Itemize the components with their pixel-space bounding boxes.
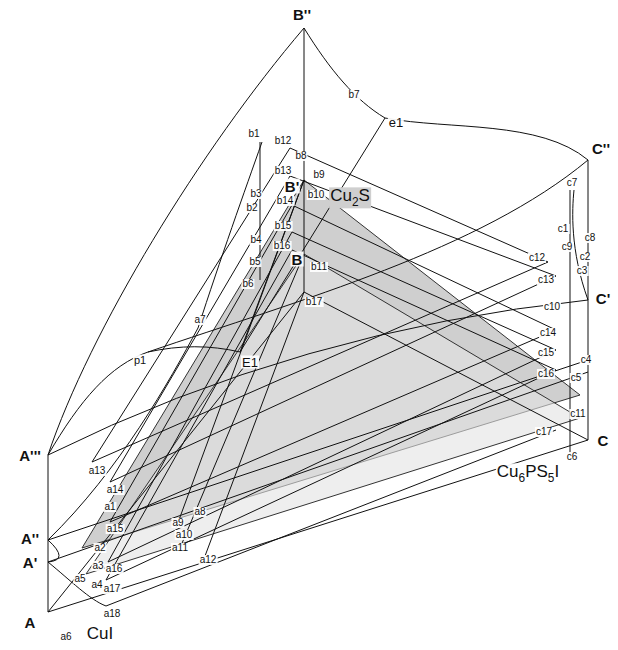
point-label: a13 (88, 466, 107, 476)
point-label: b10 (307, 190, 326, 200)
point-label: a7 (193, 315, 206, 325)
point-label: c17 (535, 427, 553, 437)
point-label: a4 (90, 580, 103, 590)
point-label: c13 (537, 275, 555, 285)
point-label: a18 (103, 609, 122, 619)
point-label: C'' (591, 141, 611, 156)
point-label: B (291, 252, 304, 267)
point-label: a14 (106, 485, 125, 495)
point-label: c9 (561, 242, 574, 252)
point-label: B' (284, 179, 300, 194)
point-label: a3 (91, 561, 104, 571)
point-label: b11 (310, 262, 328, 272)
point-label: c6 (566, 452, 579, 462)
point-label: b12 (274, 136, 293, 146)
point-label: c5 (570, 373, 583, 383)
point-label: a15 (106, 524, 125, 534)
point-label: a1 (103, 502, 116, 512)
point-label: c1 (557, 224, 570, 234)
compound-label: CuI (86, 625, 114, 642)
point-label: A (24, 615, 37, 630)
point-label: c3 (576, 266, 589, 276)
point-label: a6 (59, 632, 72, 642)
point-label: a5 (73, 574, 86, 584)
point-label: b13 (274, 166, 293, 176)
point-label: a8 (193, 507, 206, 517)
point-label: b1 (247, 129, 260, 139)
point-label: a10 (175, 530, 194, 540)
point-label: E1 (241, 356, 259, 369)
point-label: b15 (274, 221, 293, 231)
compound-label: Cu6PS5I (496, 463, 560, 484)
point-label: a2 (93, 543, 106, 553)
point-label: c15 (537, 348, 555, 358)
point-label: c14 (539, 328, 557, 338)
point-label: C' (595, 291, 611, 306)
point-label: b14 (276, 196, 295, 206)
point-label: a16 (105, 564, 124, 574)
point-label: a17 (103, 584, 122, 594)
point-label: b17 (305, 297, 324, 307)
point-label: b9 (312, 170, 325, 180)
point-label: B'' (292, 7, 312, 22)
point-label: A' (22, 555, 38, 570)
point-label: b8 (294, 151, 307, 161)
point-label: c8 (584, 233, 597, 243)
compound-label: Cu2S (329, 187, 371, 208)
point-label: c7 (566, 178, 579, 188)
point-label: e1 (388, 116, 404, 129)
point-label: C (597, 433, 610, 448)
point-label: b7 (347, 90, 360, 100)
point-label: A''' (18, 448, 42, 463)
point-label: b3 (249, 189, 262, 199)
point-label: c11 (569, 409, 586, 419)
point-label: c12 (528, 253, 546, 263)
point-label: b16 (273, 241, 292, 251)
point-label: a9 (171, 518, 184, 528)
point-label: b6 (241, 279, 254, 289)
point-label: c2 (579, 252, 592, 262)
point-label: a11 (171, 543, 189, 553)
point-label: c16 (537, 369, 555, 379)
point-label: b4 (249, 235, 262, 245)
point-label: c10 (543, 302, 561, 312)
point-label: A'' (20, 531, 40, 546)
point-label: p1 (133, 355, 147, 366)
point-label: b5 (248, 257, 261, 267)
point-label: a12 (199, 555, 218, 565)
point-label: c4 (580, 355, 593, 365)
point-label: b2 (245, 203, 258, 213)
